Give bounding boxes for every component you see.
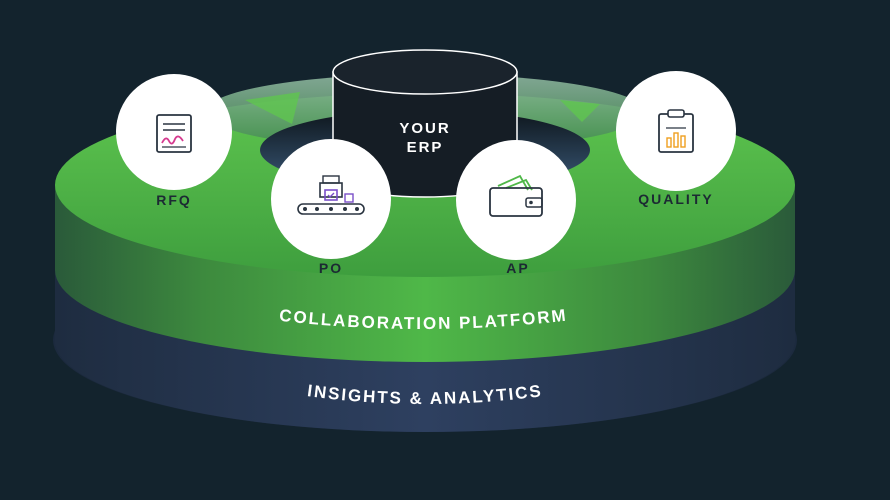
conveyor-factory-icon xyxy=(297,175,365,215)
module-po[interactable]: PO xyxy=(271,139,391,276)
rfq-label: RFQ xyxy=(156,192,192,208)
ring-arrow-right xyxy=(560,100,600,122)
quality-icon-circle xyxy=(616,71,736,191)
module-quality[interactable]: QUALITY xyxy=(616,71,736,207)
rfq-icon-circle xyxy=(116,74,232,190)
po-label: PO xyxy=(319,260,343,276)
ap-icon-circle xyxy=(456,140,576,260)
module-ap[interactable]: AP xyxy=(456,140,576,276)
clipboard-chart-icon xyxy=(658,109,694,153)
wallet-money-icon xyxy=(489,174,543,217)
po-icon-circle xyxy=(271,139,391,259)
ring-arrow-left xyxy=(245,92,300,124)
quality-label: QUALITY xyxy=(638,191,713,207)
erp-label-line1: YOUR xyxy=(399,120,450,137)
document-signature-icon xyxy=(156,114,192,153)
ap-label: AP xyxy=(506,260,529,276)
erp-label-line2: ERP xyxy=(407,139,444,156)
module-rfq[interactable]: RFQ xyxy=(116,74,232,208)
